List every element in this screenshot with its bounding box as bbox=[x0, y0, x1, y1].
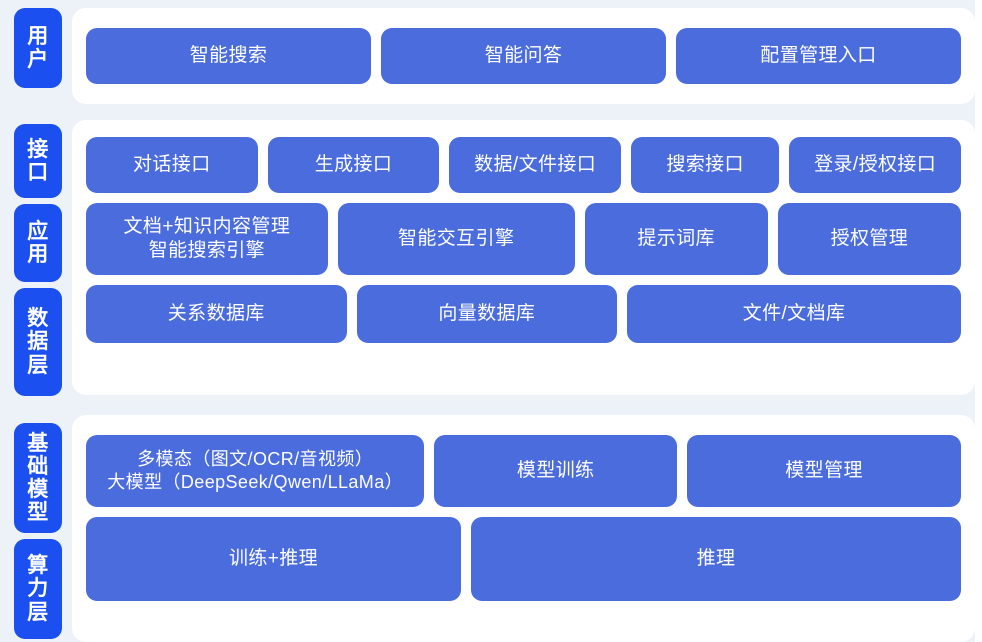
layer-tag-compute-layer-char-1: 力 bbox=[27, 577, 49, 601]
box-data-file-api[interactable]: 数据/文件接口 bbox=[449, 137, 622, 193]
layer-tag-data-layer-char-0: 数 bbox=[27, 307, 49, 331]
layer-tag-foundation-model[interactable]: 基 础 模 型 bbox=[14, 423, 62, 533]
layer-tag-interface-char-1: 口 bbox=[27, 161, 49, 184]
section-middle: 接 口 应 用 数 据 层 对话接口 生成接口 bbox=[0, 120, 975, 396]
box-file-document-store[interactable]: 文件/文档库 bbox=[627, 285, 961, 343]
box-multimodal-large-model[interactable]: 多模态（图文/OCR/音视频） 大模型（DeepSeek/Qwen/LLaMa） bbox=[86, 435, 425, 507]
box-smart-interaction-engine-label: 智能交互引擎 bbox=[397, 227, 515, 249]
row-interface: 对话接口 生成接口 数据/文件接口 搜索接口 登录/授权接口 bbox=[86, 137, 961, 193]
box-model-management[interactable]: 模型管理 bbox=[687, 435, 961, 507]
layer-tag-foundation-model-char-1: 础 bbox=[27, 454, 49, 478]
box-model-training-label: 模型训练 bbox=[516, 459, 595, 481]
box-training-and-inference[interactable]: 训练+推理 bbox=[86, 517, 462, 601]
box-vector-database[interactable]: 向量数据库 bbox=[356, 285, 618, 343]
layer-tag-foundation-model-char-3: 型 bbox=[27, 501, 49, 525]
layer-tag-data-layer-char-2: 层 bbox=[27, 353, 49, 377]
box-smart-qa-label: 智能问答 bbox=[484, 44, 563, 66]
box-smart-search-label: 智能搜索 bbox=[189, 44, 268, 66]
box-generation-api-label: 生成接口 bbox=[314, 153, 393, 175]
box-multimodal-large-model-label-line-2: 大模型（DeepSeek/Qwen/LLaMa） bbox=[107, 472, 403, 492]
layer-tag-user-char-1: 户 bbox=[27, 48, 49, 71]
box-smart-qa[interactable]: 智能问答 bbox=[381, 28, 666, 84]
box-config-management-entry-label: 配置管理入口 bbox=[760, 44, 877, 66]
box-authorization-management[interactable]: 授权管理 bbox=[777, 203, 961, 275]
box-inference-label: 推理 bbox=[696, 547, 736, 569]
box-login-auth-api[interactable]: 登录/授权接口 bbox=[789, 137, 961, 193]
box-dialog-api-label: 对话接口 bbox=[133, 153, 211, 175]
tag-column-user: 用 户 bbox=[14, 8, 62, 88]
layer-tag-user[interactable]: 用 户 bbox=[14, 8, 62, 88]
box-inference[interactable]: 推理 bbox=[471, 517, 961, 601]
row-compute: 训练+推理 推理 bbox=[86, 517, 961, 601]
row-user-entries: 智能搜索 智能问答 配置管理入口 bbox=[86, 28, 961, 84]
row-model: 多模态（图文/OCR/音视频） 大模型（DeepSeek/Qwen/LLaMa）… bbox=[86, 435, 961, 507]
box-data-file-api-label: 数据/文件接口 bbox=[474, 153, 597, 175]
box-doc-knowledge-management[interactable]: 文档+知识内容管理 智能搜索引擎 bbox=[86, 203, 328, 275]
box-model-management-label: 模型管理 bbox=[785, 459, 863, 481]
box-search-api-label: 搜索接口 bbox=[666, 153, 744, 175]
box-login-auth-api-label: 登录/授权接口 bbox=[814, 153, 937, 175]
layer-tag-foundation-model-char-2: 模 bbox=[27, 478, 49, 501]
box-relational-database-label: 关系数据库 bbox=[167, 302, 265, 324]
layer-tag-application-char-0: 应 bbox=[27, 219, 49, 243]
panel-user: 智能搜索 智能问答 配置管理入口 bbox=[72, 8, 975, 104]
box-smart-search[interactable]: 智能搜索 bbox=[86, 28, 371, 84]
layer-tag-data-layer-char-1: 据 bbox=[27, 330, 49, 354]
box-training-and-inference-label: 训练+推理 bbox=[228, 547, 319, 569]
box-multimodal-large-model-label-line-1: 多模态（图文/OCR/音视频） bbox=[137, 448, 374, 469]
row-application: 文档+知识内容管理 智能搜索引擎 智能交互引擎 提示词库 授权管理 bbox=[86, 203, 961, 275]
box-authorization-management-label: 授权管理 bbox=[830, 227, 909, 249]
box-search-api[interactable]: 搜索接口 bbox=[631, 137, 780, 193]
box-doc-knowledge-management-label-line-2: 智能搜索引擎 bbox=[148, 240, 266, 261]
box-model-training[interactable]: 模型训练 bbox=[434, 435, 678, 507]
panel-base: 多模态（图文/OCR/音视频） 大模型（DeepSeek/Qwen/LLaMa）… bbox=[72, 415, 975, 642]
section-user: 用 户 智能搜索 智能问答 配置管理入口 bbox=[0, 8, 975, 104]
box-file-document-store-label: 文件/文档库 bbox=[742, 302, 846, 324]
tag-column-base: 基 础 模 型 算 力 层 bbox=[14, 423, 62, 639]
layer-tag-compute-layer-char-2: 层 bbox=[27, 600, 49, 624]
layer-tag-user-char-0: 用 bbox=[27, 24, 49, 48]
box-vector-database-label: 向量数据库 bbox=[438, 302, 536, 324]
section-base: 基 础 模 型 算 力 层 多模态（图文/OCR/音视频） 大模型（DeepSe… bbox=[0, 415, 975, 642]
layer-tag-interface[interactable]: 接 口 bbox=[14, 124, 62, 198]
layer-tag-application[interactable]: 应 用 bbox=[14, 204, 62, 282]
box-doc-knowledge-management-label-line-1: 文档+知识内容管理 bbox=[123, 215, 291, 237]
box-dialog-api[interactable]: 对话接口 bbox=[86, 137, 258, 193]
box-prompt-library-label: 提示词库 bbox=[637, 227, 715, 249]
tag-column-middle: 接 口 应 用 数 据 层 bbox=[14, 124, 62, 396]
layer-tag-interface-char-0: 接 bbox=[27, 137, 49, 161]
layer-tag-compute-layer-char-0: 算 bbox=[27, 554, 49, 578]
layer-tag-compute-layer[interactable]: 算 力 层 bbox=[14, 539, 62, 639]
layer-tag-data-layer[interactable]: 数 据 层 bbox=[14, 288, 62, 396]
box-generation-api[interactable]: 生成接口 bbox=[267, 137, 440, 193]
panel-middle: 对话接口 生成接口 数据/文件接口 搜索接口 登录/授权接口 文档+知识内容管理 bbox=[72, 120, 975, 395]
box-prompt-library[interactable]: 提示词库 bbox=[584, 203, 768, 275]
box-config-management-entry[interactable]: 配置管理入口 bbox=[676, 28, 961, 84]
layer-tag-foundation-model-char-0: 基 bbox=[27, 431, 49, 455]
box-relational-database[interactable]: 关系数据库 bbox=[86, 285, 347, 343]
row-data: 关系数据库 向量数据库 文件/文档库 bbox=[86, 285, 961, 343]
layer-tag-application-char-1: 用 bbox=[27, 243, 49, 266]
box-smart-interaction-engine[interactable]: 智能交互引擎 bbox=[337, 203, 575, 275]
